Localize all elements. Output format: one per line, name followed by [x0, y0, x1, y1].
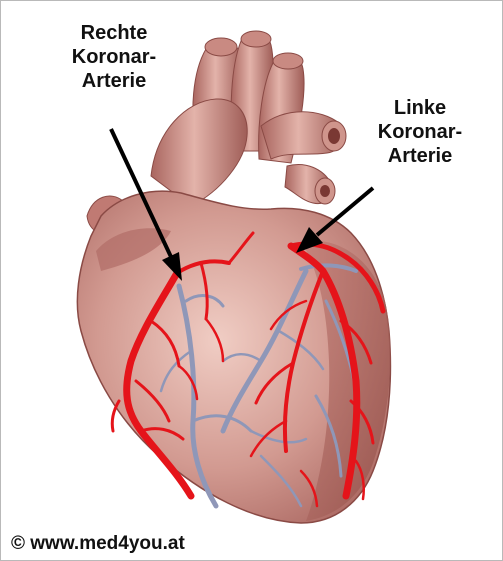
heart-body: [77, 191, 390, 523]
right-coronary-label-line-3: Arterie: [56, 69, 172, 93]
right-coronary-label-line-2: Koronar-: [56, 45, 172, 69]
right-coronary-label: Rechte Koronar- Arterie: [56, 21, 172, 93]
right-coronary-label-line-1: Rechte: [56, 21, 172, 45]
copyright-notice: © www.med4you.at: [11, 533, 185, 555]
left-coronary-label-line-3: Arterie: [361, 144, 479, 168]
left-coronary-label-line-1: Linke: [361, 96, 479, 120]
left-coronary-label: Linke Koronar- Arterie: [361, 96, 479, 168]
left-coronary-label-line-2: Koronar-: [361, 120, 479, 144]
